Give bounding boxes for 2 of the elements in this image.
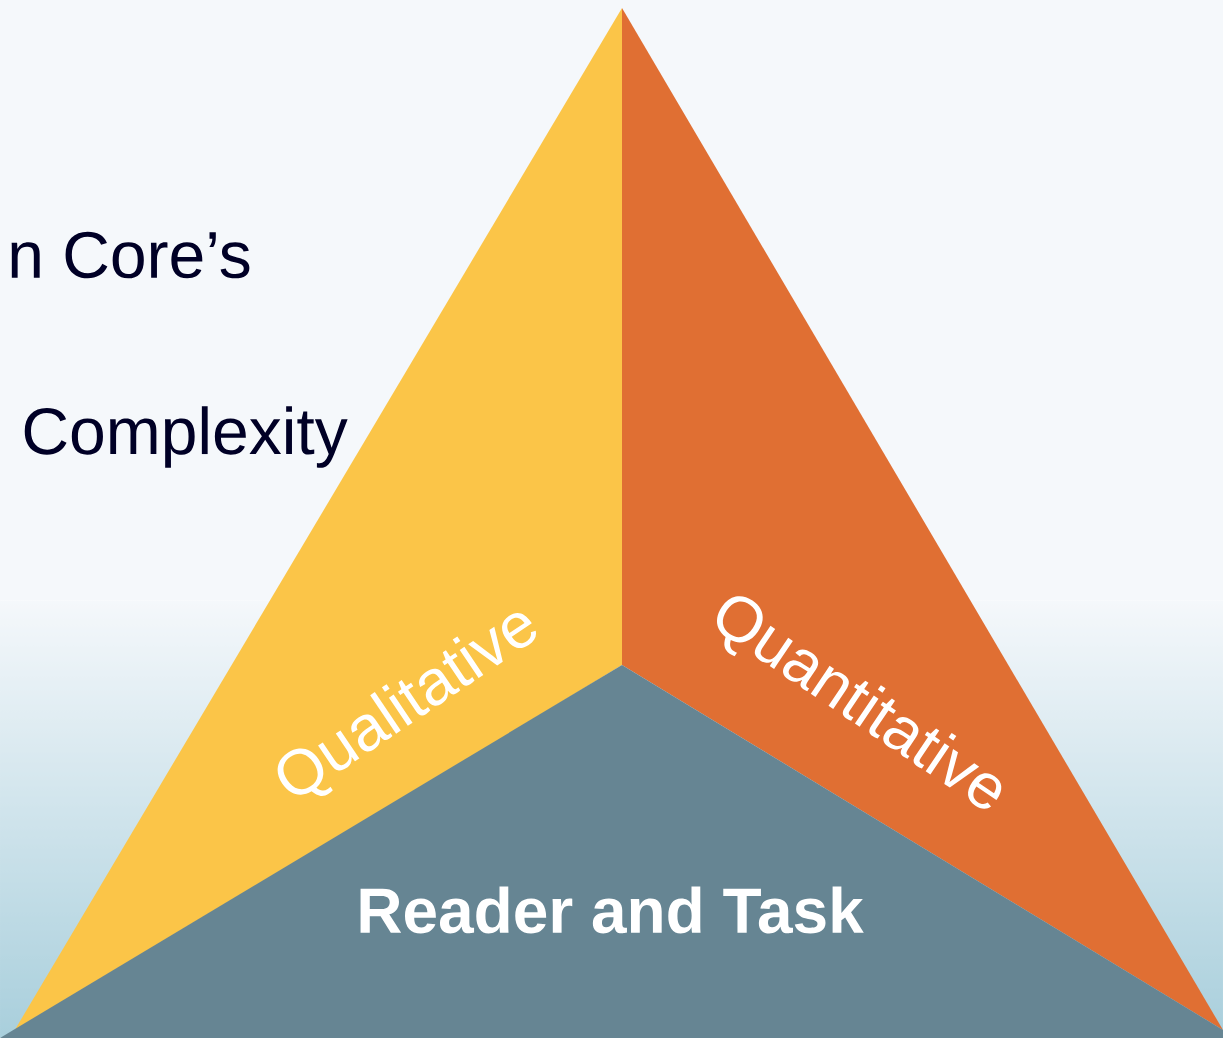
heading-text: Complexity	[24, 406, 348, 468]
heading-text: n Core’s	[11, 231, 250, 279]
